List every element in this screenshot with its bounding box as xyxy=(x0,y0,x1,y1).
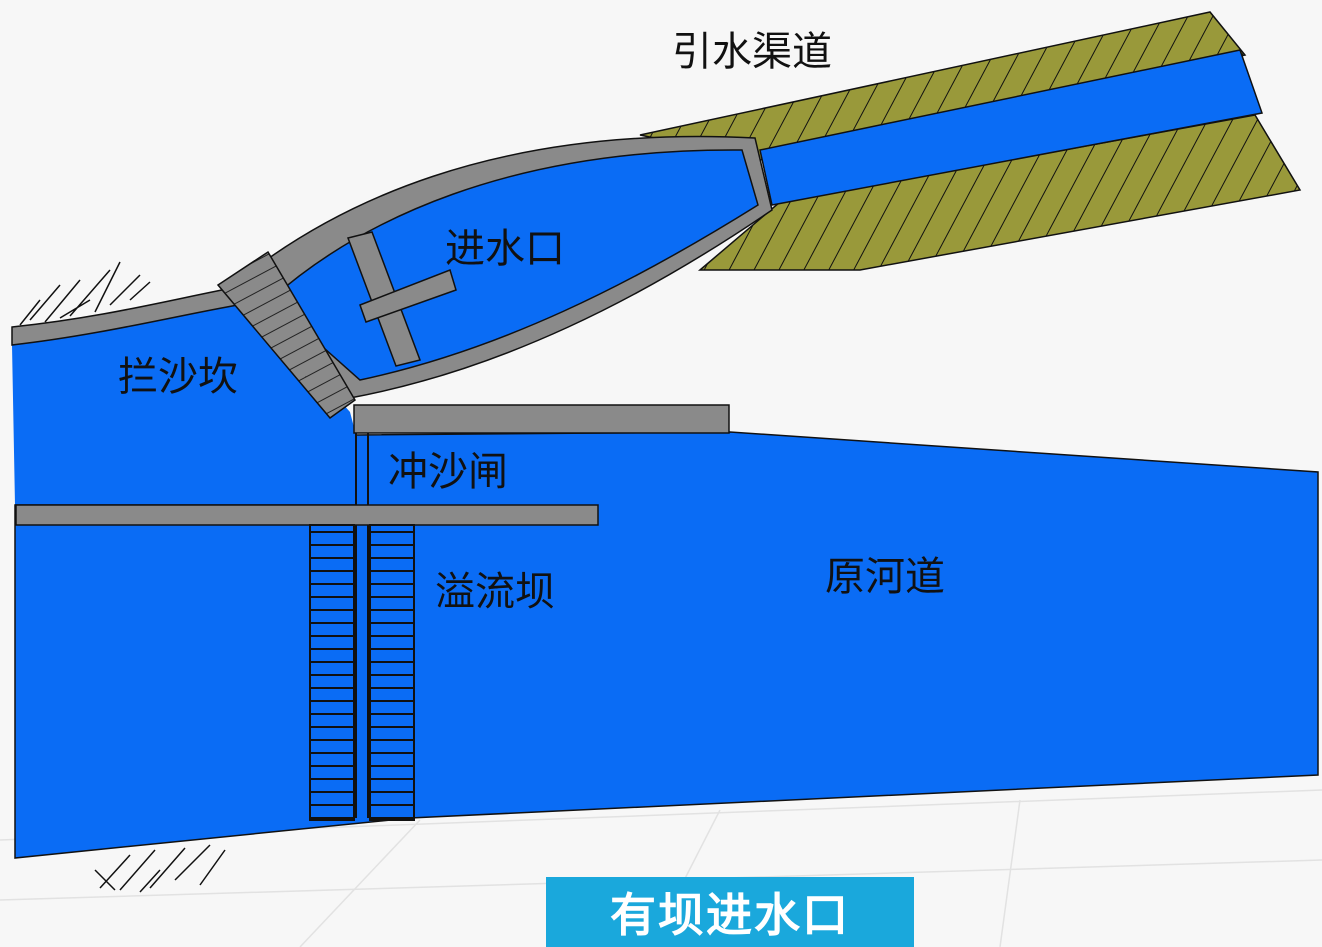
spillway-steps-left xyxy=(309,524,355,821)
label-sluice: 冲沙闸 xyxy=(388,449,508,495)
spillway-steps-right xyxy=(369,524,415,821)
label-spillway: 溢流坝 xyxy=(435,569,555,615)
page-title: 有坝进水口 xyxy=(610,888,850,942)
dam-slab xyxy=(15,504,599,526)
label-river: 原河道 xyxy=(825,554,945,600)
label-channel: 引水渠道 xyxy=(672,29,832,75)
title-banner: 有坝进水口 xyxy=(546,877,914,947)
channel-water xyxy=(759,49,1263,206)
label-intake: 进水口 xyxy=(445,226,565,272)
label-sill: 拦沙坎 xyxy=(118,354,238,400)
intake-gate xyxy=(359,269,457,323)
upstream-water xyxy=(12,300,356,505)
sluice-slab xyxy=(353,404,730,434)
channel-banks xyxy=(639,11,1302,271)
sand-sill xyxy=(216,250,356,420)
terrain-hatch xyxy=(19,261,226,893)
